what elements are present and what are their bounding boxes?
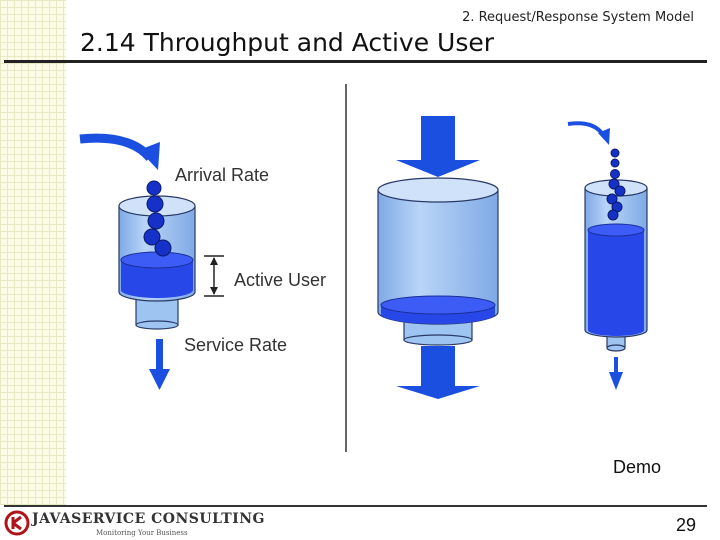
active-user-bracket — [204, 255, 224, 297]
section-subtitle: 2. Request/Response System Model — [462, 10, 694, 25]
arrival-rate-label: Arrival Rate — [175, 165, 269, 185]
panel-low-throughput — [567, 121, 648, 390]
wide-cylinder — [377, 177, 499, 346]
arrival-arrow — [79, 133, 160, 170]
narrow-cylinder — [584, 179, 648, 352]
small-request-balls — [606, 148, 626, 221]
inflow-arrow — [396, 116, 480, 177]
queue-cylinder — [118, 195, 196, 330]
footer-divider — [4, 505, 707, 507]
title-divider — [4, 60, 707, 63]
page-title: 2.14 Throughput and Active User — [80, 28, 495, 57]
logo-name: JAVASERVICE CONSULTING — [32, 511, 265, 527]
demo-link[interactable]: Demo — [613, 457, 662, 477]
small-arrival-arrow — [567, 121, 610, 145]
logo-emblem-icon — [4, 510, 30, 536]
panel-active-user: Arrival Rate Active User Service Rate — [79, 133, 326, 390]
logo-tagline: Monitoring Your Business — [96, 529, 188, 537]
active-user-label: Active User — [234, 270, 326, 290]
background-grid-strip — [0, 0, 66, 505]
small-service-arrow — [609, 357, 623, 390]
page-number: 29 — [676, 515, 697, 535]
service-rate-label: Service Rate — [184, 335, 287, 355]
company-logo: JAVASERVICE CONSULTING Monitoring Your B… — [4, 508, 265, 538]
request-balls — [143, 180, 172, 257]
panel-high-throughput — [377, 116, 499, 399]
outflow-arrow — [396, 346, 480, 399]
service-arrow — [149, 339, 170, 390]
